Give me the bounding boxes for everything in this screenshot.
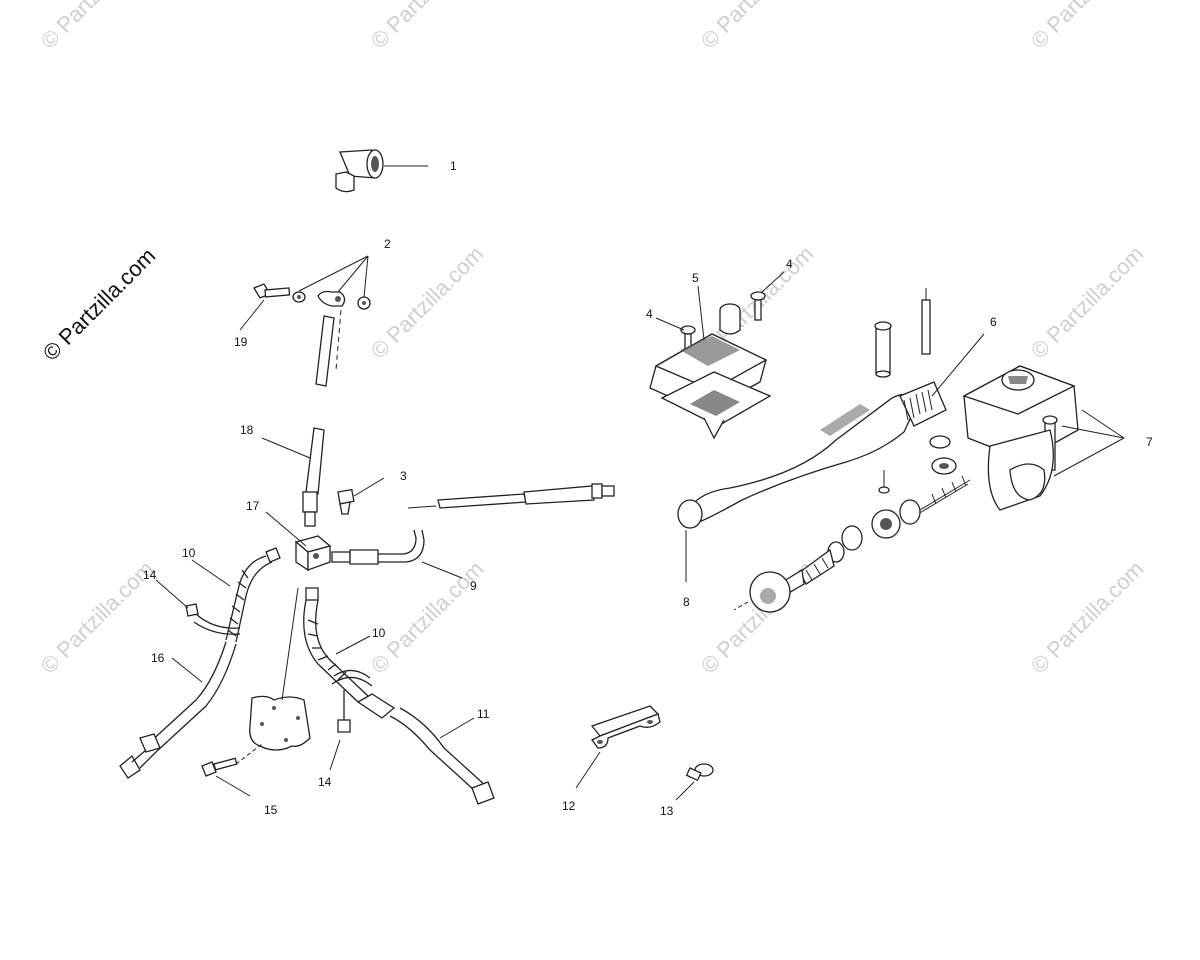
callout-17: 17 (246, 499, 260, 513)
part-6-pivot-spring (874, 288, 985, 494)
part-19-banjo-bolt (239, 283, 291, 331)
part-17-junction-block (265, 511, 332, 572)
part-4-cap-screws (655, 271, 785, 355)
watermark-side: © Partzilla.com (38, 243, 161, 366)
watermark-tile: © Partzilla.com (36, 0, 159, 54)
callout-13: 13 (660, 804, 674, 818)
callout-7: 7 (1146, 435, 1153, 449)
callout-4-left: 4 (646, 307, 653, 321)
watermark-tile: © Partzilla.com (366, 241, 489, 364)
part-2-washers-banjo (292, 255, 371, 371)
part-13-screw (675, 763, 714, 801)
callout-14-left: 14 (143, 568, 157, 582)
watermark-tile: © Partzilla.com (1026, 556, 1149, 679)
part-7-master-cylinder (929, 365, 1125, 511)
watermark-tile: © Partzilla.com (36, 556, 159, 679)
callout-19: 19 (234, 335, 248, 349)
callout-12: 12 (562, 799, 576, 813)
part-piston-boot-assembly (733, 475, 971, 613)
part-8-brake-lever (677, 393, 917, 582)
watermark-tile: © Partzilla.com (1026, 0, 1149, 54)
part-3-brake-switch (337, 477, 385, 515)
part-5-reservoir-cap (649, 285, 772, 440)
part-14-hose-clamp-right (329, 669, 373, 771)
part-16-lower-left-hose (119, 641, 237, 779)
callout-8: 8 (683, 595, 690, 609)
callout-2: 2 (384, 237, 391, 251)
callout-1: 1 (450, 159, 457, 173)
watermark-tile: © Partzilla.com (1026, 241, 1149, 364)
callout-6: 6 (990, 315, 997, 329)
callout-4-right: 4 (786, 257, 793, 271)
part-9-brake-line (331, 483, 615, 579)
part-10-right-hose (303, 587, 371, 703)
part-1-tee-fitting (335, 149, 428, 193)
callout-11: 11 (477, 707, 490, 721)
callout-3: 3 (400, 469, 407, 483)
callout-10-right: 10 (372, 626, 386, 640)
watermark-tile: © Partzilla.com (366, 0, 489, 54)
part-11-lower-right-hose (356, 693, 495, 805)
part-14-hose-clamp-left (155, 579, 241, 635)
callout-labels: 1 2 3 4 4 5 6 7 8 9 10 10 11 12 13 14 14… (143, 159, 1153, 818)
callout-14-right: 14 (318, 775, 332, 789)
part-15-shield-and-screw (201, 587, 311, 797)
watermark-layer: © Partzilla.com © Partzilla.com © Partzi… (36, 0, 1149, 679)
callout-10-left: 10 (182, 546, 196, 560)
part-10-left-hose (191, 547, 281, 643)
watermark-tile: © Partzilla.com (696, 0, 819, 54)
watermark-tile: © Partzilla.com (366, 556, 489, 679)
callout-16: 16 (151, 651, 165, 665)
part-12-bracket (575, 705, 661, 789)
callout-15: 15 (264, 803, 278, 817)
callout-9: 9 (470, 579, 477, 593)
callout-18: 18 (240, 423, 254, 437)
part-18-upper-hose (261, 315, 335, 527)
callout-5: 5 (692, 271, 699, 285)
